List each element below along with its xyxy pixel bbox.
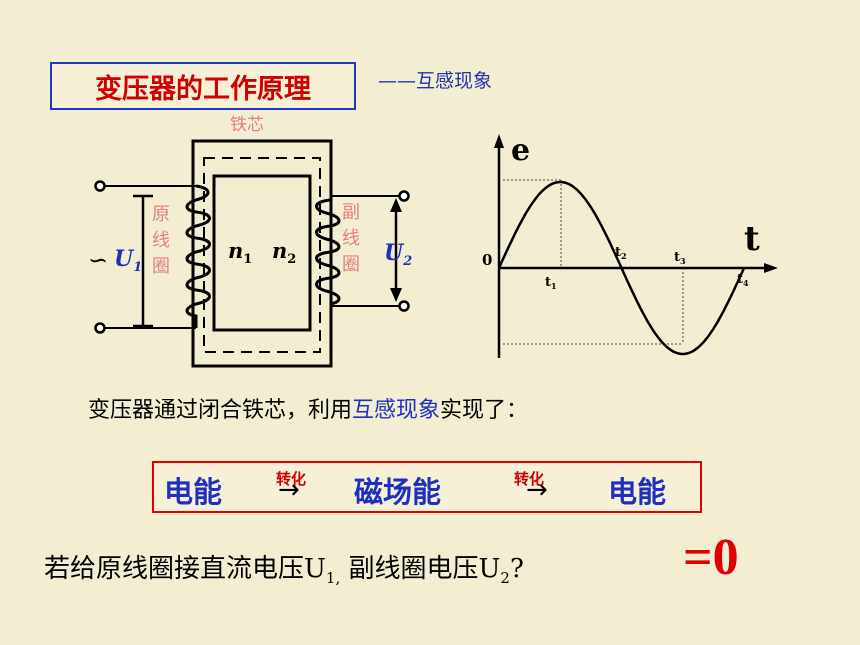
question-part2: 副线圈电压U xyxy=(340,554,501,584)
energy-electric-1: 电能 xyxy=(164,475,223,509)
ac-symbol: ∽ xyxy=(88,246,108,274)
svg-text:t3: t3 xyxy=(674,250,686,266)
u1-label: U xyxy=(114,246,135,272)
title-box: 变压器的工作原理 xyxy=(50,62,356,110)
diagram: 铁芯 原 线 圈 xyxy=(88,115,778,368)
svg-text:n2: n2 xyxy=(272,238,296,267)
arrow-icon-2: → xyxy=(526,475,548,505)
convert-label-2: 转化 xyxy=(514,470,545,488)
tick-t4: t xyxy=(737,272,743,287)
sentence-highlight: 互感现象 xyxy=(352,398,441,423)
energy-conversion-box: 电能 转化 → 磁场能 转化 → 电能 xyxy=(152,461,702,513)
secondary-label-2: 线 xyxy=(342,228,360,249)
u1-sub: 1 xyxy=(133,260,142,275)
question-part3: ? xyxy=(509,554,524,584)
n2-label: n xyxy=(272,238,287,263)
svg-text:n1: n1 xyxy=(228,238,252,267)
answer: =0 xyxy=(683,529,739,586)
core-label: 铁芯 xyxy=(230,115,264,135)
n1-label: n xyxy=(228,238,243,263)
svg-text:t2: t2 xyxy=(615,245,627,261)
tick-t3: t xyxy=(674,250,680,265)
svg-text:t1: t1 xyxy=(545,275,557,291)
graph-x-label: t xyxy=(744,219,760,259)
secondary-label-3: 圈 xyxy=(342,254,360,275)
tick-t1: t xyxy=(545,275,551,290)
sine-graph xyxy=(494,134,778,358)
graph-y-label: e xyxy=(511,133,530,168)
sine-curve xyxy=(497,180,746,356)
subtitle: ——互感现象 xyxy=(378,70,493,92)
svg-text:U1: U1 xyxy=(114,246,142,275)
iron-core xyxy=(191,139,333,368)
tick-t1-sub: 1 xyxy=(551,281,557,291)
question-sub2: 2 xyxy=(500,569,510,588)
secondary-coil xyxy=(315,190,410,312)
convert-label-1: 转化 xyxy=(276,470,307,488)
question-sub1: 1, xyxy=(325,569,341,588)
sentence-after: 实现了： xyxy=(440,398,529,423)
energy-magnetic: 磁场能 xyxy=(354,475,442,509)
description-sentence: 变压器通过闭合铁芯，利用互感现象实现了： xyxy=(88,392,528,424)
u2-label: U xyxy=(384,240,405,266)
tick-t3-sub: 3 xyxy=(680,256,686,266)
tick-t4-sub: 4 xyxy=(743,278,749,288)
primary-label-3: 圈 xyxy=(152,256,170,277)
primary-coil xyxy=(94,180,211,334)
question-part1: 若给原线圈接直流电压U xyxy=(44,554,326,584)
page-title: 变压器的工作原理 xyxy=(95,73,311,105)
secondary-label: 副 线 圈 xyxy=(342,202,360,275)
secondary-label-1: 副 xyxy=(342,202,360,223)
question: 若给原线圈接直流电压U1, 副线圈电压U2? xyxy=(44,548,524,587)
n2-sub: 2 xyxy=(287,252,296,267)
primary-label-1: 原 xyxy=(152,204,170,225)
n1-sub: 1 xyxy=(243,252,252,267)
tick-t2: t xyxy=(615,245,621,260)
energy-electric-2: 电能 xyxy=(608,475,667,509)
graph-origin: 0 xyxy=(482,251,492,269)
svg-text:t4: t4 xyxy=(737,272,749,288)
tick-t2-sub: 2 xyxy=(621,251,627,261)
arrow-icon-1: → xyxy=(278,475,300,505)
primary-label: 原 线 圈 xyxy=(152,204,170,277)
sentence-before: 变压器通过闭合铁芯，利用 xyxy=(88,398,353,423)
primary-label-2: 线 xyxy=(152,230,170,251)
svg-text:U2: U2 xyxy=(384,240,412,269)
u2-sub: 2 xyxy=(402,254,412,269)
